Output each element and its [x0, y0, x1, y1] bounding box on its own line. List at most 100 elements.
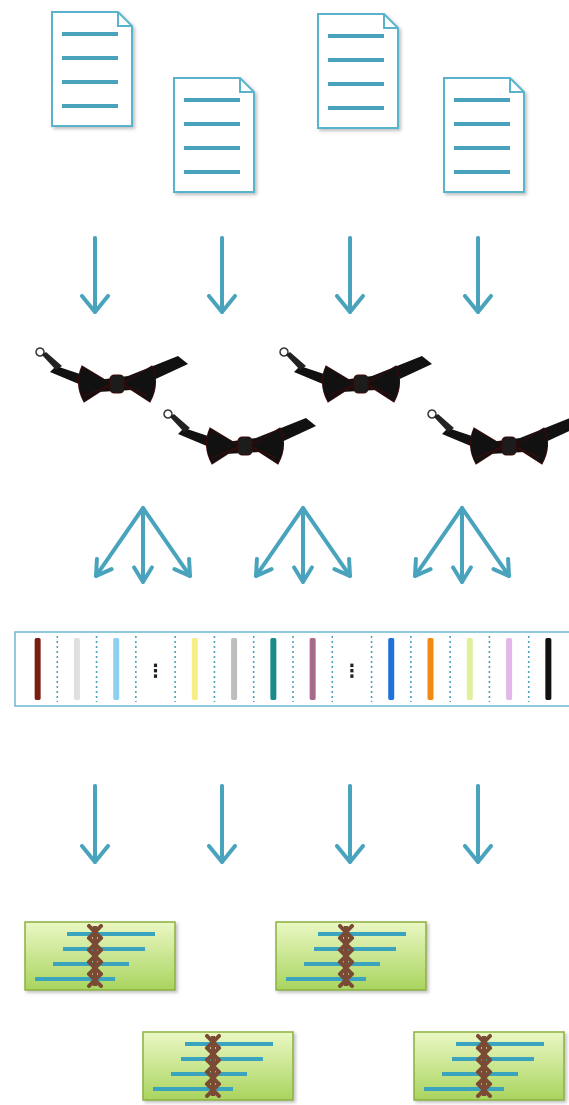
fan-arrow-head	[491, 557, 511, 578]
bowtie-knot	[353, 374, 369, 394]
vector-cell	[174, 636, 198, 702]
document-icon	[51, 11, 133, 127]
vector-feature-bar	[388, 638, 395, 700]
arrow-head	[80, 844, 110, 864]
vector-feature-bar	[73, 638, 80, 700]
bowtie-hook	[163, 409, 173, 419]
bowtie-hook	[427, 409, 437, 419]
block-cross-marker	[476, 1070, 492, 1086]
bowtie-left-wing	[206, 427, 241, 465]
bowtie-hook	[279, 347, 289, 357]
block-cross-marker	[476, 1046, 492, 1062]
vector-cell	[488, 636, 513, 702]
vector-cell	[213, 636, 238, 702]
vector-feature-bar	[191, 638, 198, 700]
fan-arrow-head	[172, 557, 192, 578]
vector-ellipsis: ⋮	[343, 661, 361, 682]
vector-feature-bar	[270, 638, 277, 700]
bowtie-left-wing	[78, 365, 113, 403]
bowtie-fold	[475, 445, 505, 459]
vector-feature-bar	[545, 638, 552, 700]
sorted-block	[24, 921, 176, 991]
vector-cell: ⋮	[331, 636, 361, 702]
down-arrow	[335, 784, 365, 864]
block-cross-marker	[205, 1070, 221, 1086]
documents-row	[51, 11, 525, 193]
fan-arrow-head	[413, 557, 433, 578]
fan-arrow-shaft	[460, 506, 511, 578]
document-page	[173, 77, 255, 193]
document-page	[443, 77, 525, 193]
document-icon	[317, 13, 399, 129]
bowtie-clip	[286, 352, 306, 370]
down-arrow	[463, 236, 493, 314]
block-cross-marker	[338, 948, 354, 964]
vector-frame	[14, 631, 569, 707]
bowtie-clip	[434, 414, 454, 432]
block-cross-marker	[476, 1082, 492, 1098]
bowtie-fold	[121, 383, 149, 397]
bowtie-left-wing	[322, 365, 357, 403]
block-cross-marker	[205, 1046, 221, 1062]
vector-feature-bar	[34, 638, 41, 700]
document-fold	[239, 78, 254, 93]
fan-arrow-head	[254, 557, 274, 578]
sorted-blocks-row	[24, 921, 565, 1101]
document-page	[317, 13, 399, 129]
down-arrow	[80, 236, 110, 314]
vector-feature-bar	[309, 638, 316, 700]
down-arrow	[207, 236, 237, 314]
arrow-head	[335, 844, 365, 864]
fan-arrow-head	[94, 557, 114, 578]
fan-arrow-head	[451, 565, 473, 584]
bowtie-right-wing	[513, 427, 548, 465]
arrow-head	[463, 294, 493, 314]
bowtie-clip	[170, 414, 190, 432]
fan-arrow-shaft	[254, 506, 305, 578]
vector-cell	[449, 636, 473, 702]
vector-cell	[56, 636, 80, 702]
feature-vector: ⋮⋮	[14, 631, 569, 707]
document-icon	[173, 77, 255, 193]
vector-cell	[34, 638, 41, 700]
block-cross-marker	[338, 960, 354, 976]
vector-feature-bar	[113, 638, 120, 700]
bowtie-left-wing	[470, 427, 505, 465]
document-fold	[117, 12, 132, 27]
block-cross-marker	[338, 972, 354, 988]
bowtie-fold	[513, 445, 541, 459]
arrow-head	[80, 294, 110, 314]
sorted-block	[275, 921, 427, 991]
arrow-head	[207, 294, 237, 314]
arrow-head	[207, 844, 237, 864]
fan-out-arrows	[94, 506, 511, 584]
vector-to-block-arrows	[80, 784, 493, 864]
bowtie-fold	[211, 445, 241, 459]
document-page	[51, 11, 133, 127]
block-cross-marker	[87, 924, 103, 940]
block-cross-marker	[205, 1034, 221, 1050]
block-cross-marker	[476, 1034, 492, 1050]
down-arrow	[463, 784, 493, 864]
vector-feature-bar	[427, 638, 434, 700]
vector-feature-bar	[466, 638, 473, 700]
bowtie-right-wing	[121, 365, 156, 403]
document-fold	[383, 14, 398, 29]
down-arrow	[335, 236, 365, 314]
fan-arrow-head	[332, 557, 352, 578]
fan-arrow-shaft	[301, 506, 352, 578]
bowtie-fold	[365, 383, 393, 397]
fan-out-arrow-group	[413, 506, 511, 584]
bowtie-icon	[427, 409, 569, 465]
bowtie-knot	[109, 374, 125, 394]
bowtie-hook	[35, 347, 45, 357]
fan-out-arrow-group	[94, 506, 192, 584]
document-fold	[509, 78, 524, 93]
arrow-head	[335, 294, 365, 314]
bowtie-clip	[42, 352, 62, 370]
doc-to-bowtie-arrows	[80, 236, 493, 314]
block-cross-marker	[87, 960, 103, 976]
fan-arrow-head	[132, 565, 154, 584]
bowtie-icon	[35, 347, 188, 403]
